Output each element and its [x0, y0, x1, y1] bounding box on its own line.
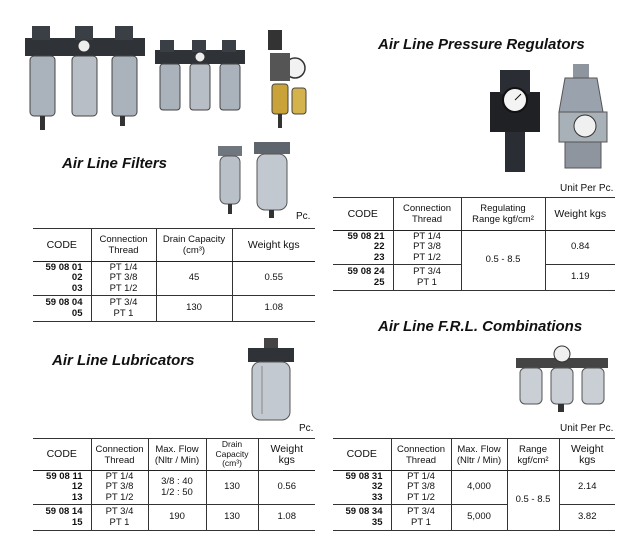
- filters-table: CODE Connection Thread Drain Capacity (c…: [33, 228, 315, 322]
- frl-weight-2: 3.82: [558, 504, 615, 531]
- frl-header-flow: Max. Flow (Nltr / Min): [450, 438, 507, 471]
- frl-weight-1: 2.14: [558, 470, 615, 505]
- regulators-weight-1: 0.84: [544, 230, 615, 265]
- frl-flow-1: 4,000: [450, 470, 507, 505]
- filters-unit-note: Pc.: [296, 211, 311, 222]
- frl-header-thread: Connection Thread: [390, 438, 451, 471]
- filters-weight-2: 1.08: [231, 295, 315, 322]
- lubricators-header-weight: Weight kgs: [257, 438, 315, 471]
- regulators-weight-2: 1.19: [544, 264, 615, 291]
- frl-combination-image: [516, 345, 608, 412]
- lubricators-header-thread: Connection Thread: [90, 438, 148, 471]
- lubricators-flow-2: 190: [147, 504, 206, 531]
- lubricators-header-capacity: Drain Capacity (cm³): [205, 438, 258, 471]
- filters-capacity-1: 45: [155, 261, 232, 296]
- frl-header-code: CODE: [333, 438, 391, 471]
- lubricator-image: [248, 338, 294, 421]
- frl-header-range: Range kgf/cm²: [506, 438, 559, 471]
- regulators-header-weight: Weight kgs: [544, 197, 615, 231]
- filters-header-code: CODE: [33, 228, 91, 262]
- filters-capacity-2: 130: [155, 295, 232, 322]
- lubricators-capacity-2: 130: [205, 504, 258, 531]
- lubricators-header-flow: Max. Flow (Nltr / Min): [147, 438, 206, 471]
- lubricators-header-code: CODE: [33, 438, 91, 471]
- lubricators-weight-2: 1.08: [257, 504, 315, 531]
- lubricators-weight-1: 0.56: [257, 470, 315, 505]
- frl-table: CODE Connection Thread Max. Flow (Nltr /…: [333, 438, 615, 531]
- frl-flow-2: 5,000: [450, 504, 507, 531]
- lubricators-title: Air Line Lubricators: [52, 352, 195, 369]
- frl-title: Air Line F.R.L. Combinations: [378, 318, 583, 335]
- regulator-image: [490, 64, 608, 172]
- lubricators-capacity-1: 130: [205, 470, 258, 505]
- frl-range: 0.5 - 8.5: [506, 470, 559, 531]
- regulators-table: CODE Connection Thread Regulating Range …: [333, 197, 615, 291]
- frl-units-top-image: [25, 26, 307, 130]
- filters-header-thread: Connection Thread: [90, 228, 156, 262]
- filters-weight-1: 0.55: [231, 261, 315, 296]
- frl-header-weight: Weight kgs: [558, 438, 615, 471]
- filters-title: Air Line Filters: [62, 155, 168, 172]
- filters-header-weight: Weight kgs: [231, 228, 315, 262]
- regulators-range: 0.5 - 8.5: [460, 230, 545, 291]
- lubricators-unit-note: Pc.: [299, 423, 314, 434]
- frl-unit-note: Unit Per Pc.: [560, 423, 614, 434]
- filters-header-capacity: Drain Capacity (cm³): [155, 228, 232, 262]
- lubricators-table: CODE Connection Thread Max. Flow (Nltr /…: [33, 438, 315, 531]
- filter-image: [218, 142, 290, 218]
- regulators-header-thread: Connection Thread: [392, 197, 461, 231]
- regulators-header-range: Regulating Range kgf/cm²: [460, 197, 545, 231]
- regulators-unit-note: Unit Per Pc.: [560, 183, 614, 194]
- regulators-title: Air Line Pressure Regulators: [378, 36, 585, 53]
- regulators-header-code: CODE: [333, 197, 393, 231]
